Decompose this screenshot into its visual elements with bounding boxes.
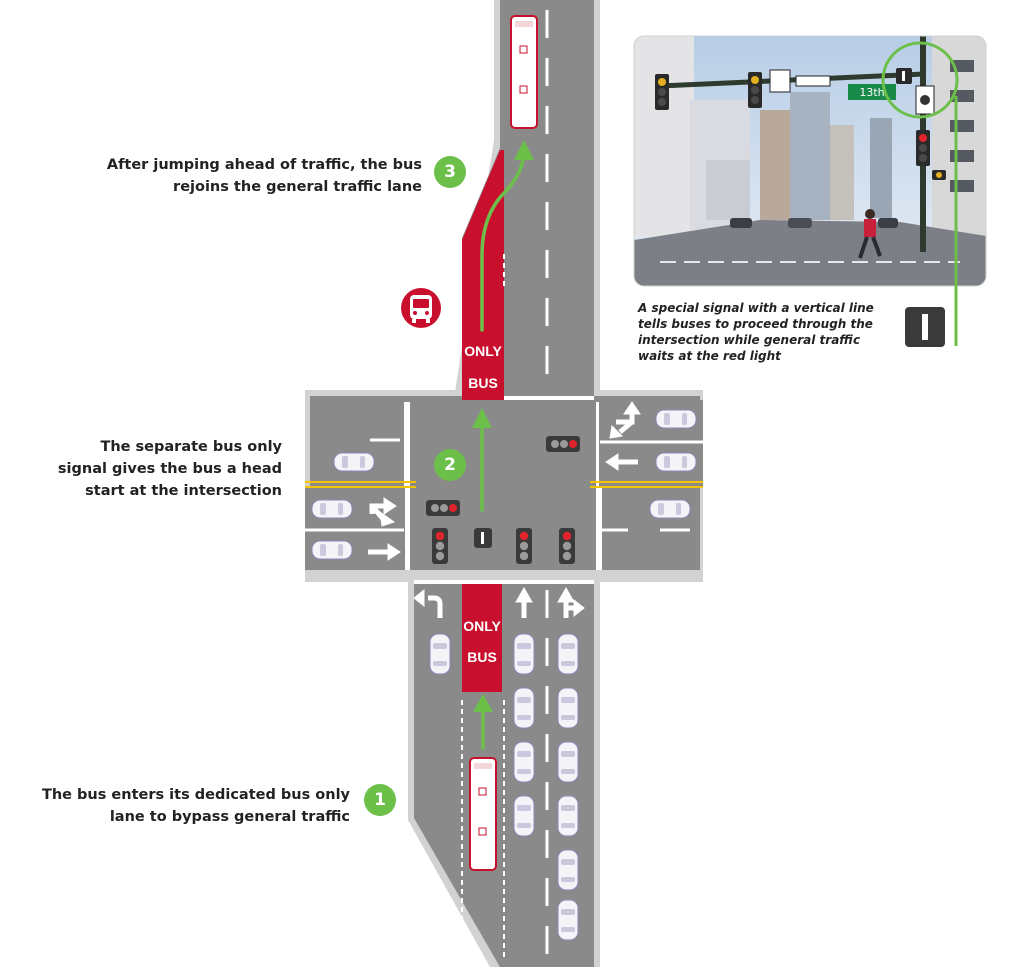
centerlines [305, 481, 703, 488]
bus-lane-text-upper: ONLY BUS [464, 343, 502, 391]
photo-caption: A special signal with a vertical line te… [638, 301, 874, 363]
bus-icon [401, 288, 441, 328]
street-sign-text: 13th [859, 86, 884, 99]
step-1-badge: 1 [364, 784, 396, 816]
bus-signal-icon [474, 528, 492, 548]
vertical-bar-signal-icon [905, 307, 945, 347]
step-3-badge: 3 [434, 156, 466, 188]
step-1-text: The bus enters its dedicated bus only la… [41, 787, 350, 825]
bus-text-upper: BUS [468, 375, 498, 391]
step-3-text: After jumping ahead of traffic, the bus … [106, 157, 422, 195]
route-arrow-icon [480, 148, 526, 750]
step-2-badge: 2 [434, 449, 466, 481]
bus-lane-lower [462, 584, 502, 692]
route-arrow-heads [472, 140, 534, 712]
turn-arrow-icon [368, 401, 641, 618]
lane-markings [370, 10, 690, 960]
step-2-text: The separate bus only signal gives the b… [57, 439, 282, 499]
only-text-upper: ONLY [464, 343, 502, 359]
photo-panel: 13th [633, 35, 987, 346]
bus-text-lower: BUS [467, 649, 497, 665]
bus-lane-text-lower: ONLY BUS [463, 618, 501, 665]
only-text-lower: ONLY [463, 618, 501, 634]
